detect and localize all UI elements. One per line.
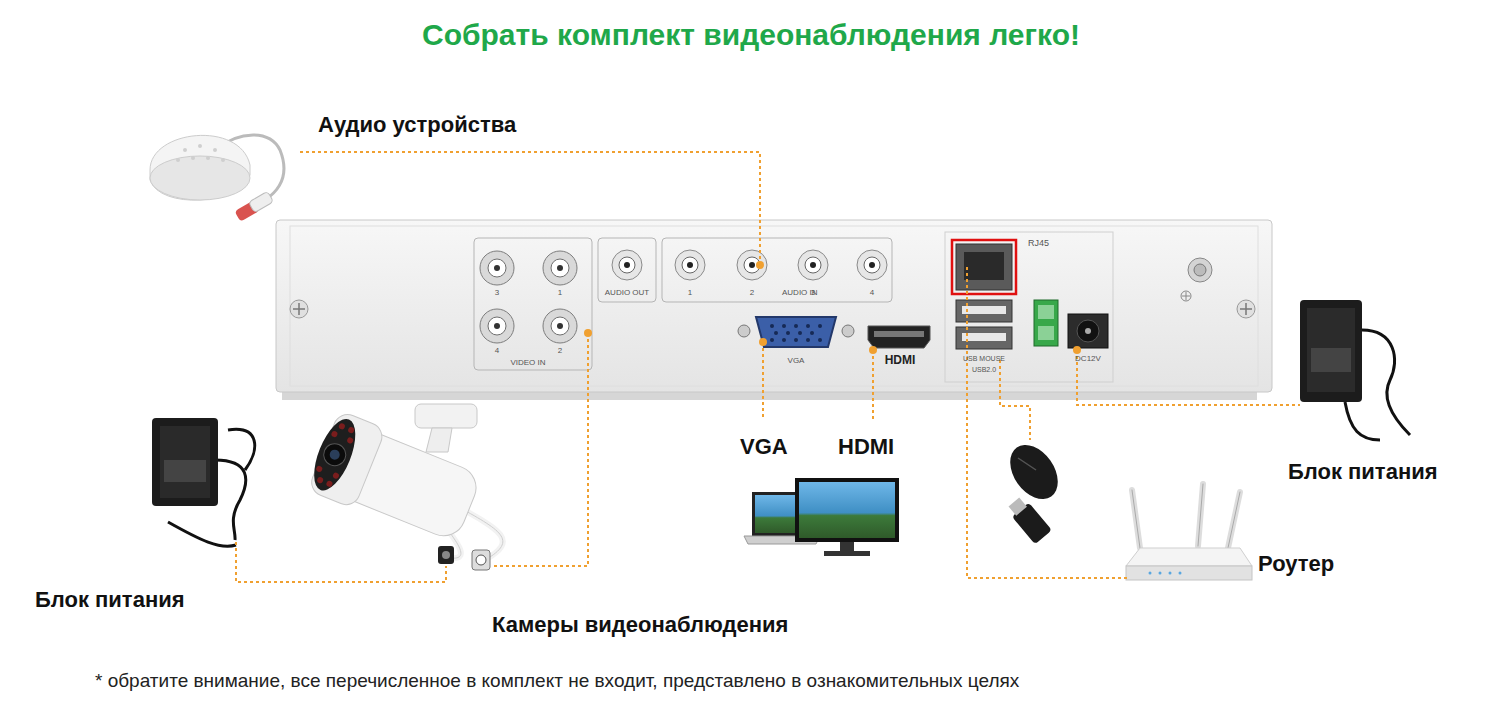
power-adapter-picture xyxy=(1300,300,1410,440)
port-number: 3 xyxy=(495,288,499,297)
port-number: 2 xyxy=(558,346,562,355)
port-number: 2 xyxy=(750,288,754,297)
dvr-recorder xyxy=(276,220,1272,400)
microphone-picture xyxy=(150,135,284,222)
port-label: AUDIO OUT xyxy=(605,288,649,297)
device-label: Камеры видеонаблюдения xyxy=(492,612,788,637)
camera-picture xyxy=(304,404,503,570)
page-title: Собрать комплект видеонаблюдения легко! xyxy=(422,18,1080,53)
port-label: USB2.0 xyxy=(972,366,996,374)
output-label: VGA xyxy=(740,434,788,459)
port-label: VGA xyxy=(788,356,805,365)
power-adapter-picture xyxy=(152,418,255,546)
port-label: HDMI xyxy=(885,354,916,368)
port-label: AUDIO IN xyxy=(782,288,818,297)
port-label: USB MOUSE xyxy=(963,355,1005,363)
router-picture xyxy=(1126,484,1252,580)
port-number: 4 xyxy=(495,346,499,355)
wire-line xyxy=(236,152,1300,582)
device-label: Блок питания xyxy=(1288,459,1438,484)
device-label: Аудио устройства xyxy=(318,112,516,137)
port-number: 4 xyxy=(870,288,874,297)
footnote-caption: * обратите внимание, все перечисленное в… xyxy=(95,670,1019,692)
port-label: DC12V xyxy=(1075,354,1101,363)
device-label: Блок питания xyxy=(35,587,185,612)
port-label: VIDEO IN xyxy=(510,358,545,367)
output-label: HDMI xyxy=(838,434,894,459)
port-number: 1 xyxy=(688,288,692,297)
port-number: 1 xyxy=(558,288,562,297)
monitor-picture xyxy=(744,478,899,556)
device-label: Роутер xyxy=(1258,551,1334,576)
wire-dot xyxy=(584,261,1081,354)
mouse-picture xyxy=(1000,436,1067,544)
port-label: RJ45 xyxy=(1028,238,1049,248)
